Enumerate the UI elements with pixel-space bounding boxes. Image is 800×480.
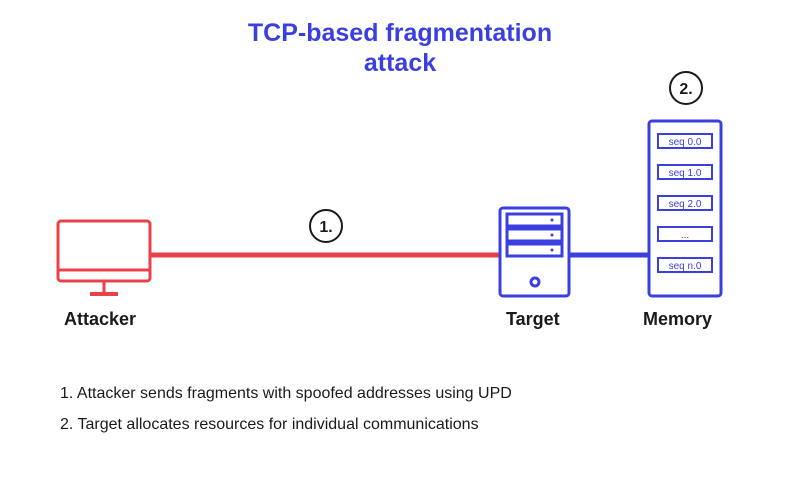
title-line-2: attack [363, 49, 437, 77]
target-label: Target [506, 309, 560, 329]
memory-slot-1 [657, 164, 713, 180]
memory-slot-label: seq n.0 [669, 261, 702, 272]
memory-slot-label: seq 0.0 [669, 137, 702, 148]
memory-slot-label: seq 1.0 [669, 168, 702, 179]
memory-slot-2 [657, 195, 713, 211]
diagram-title: TCP-based fragmentation attack [0, 18, 800, 78]
memory-slot-0 [657, 133, 713, 149]
note-item-1: 1. Attacker sends fragments with spoofed… [60, 385, 512, 402]
step-badge-2: 2. [669, 71, 703, 105]
memory-label: Memory [643, 309, 713, 329]
legend-notes: 1. Attacker sends fragments with spoofed… [60, 384, 512, 446]
step-badge-1-label: 1. [319, 219, 332, 236]
step-badge-1: 1. [309, 209, 343, 243]
memory-slot-label: seq 2.0 [669, 199, 702, 210]
monitor-icon [56, 219, 152, 296]
memory-slot-label: ... [681, 230, 689, 241]
title-line-1: TCP-based fragmentation [247, 19, 553, 47]
memory-slot-3 [657, 226, 713, 242]
note-item-2: 2. Target allocates resources for indivi… [60, 416, 479, 433]
attacker-label: Attacker [64, 309, 137, 329]
server-icon [498, 206, 571, 298]
step-badge-2-label: 2. [679, 81, 692, 98]
memory-stack-icon: seq 0.0 seq 1.0 seq 2.0 ... seq n.0 [647, 119, 723, 298]
memory-slot-4 [657, 257, 713, 273]
